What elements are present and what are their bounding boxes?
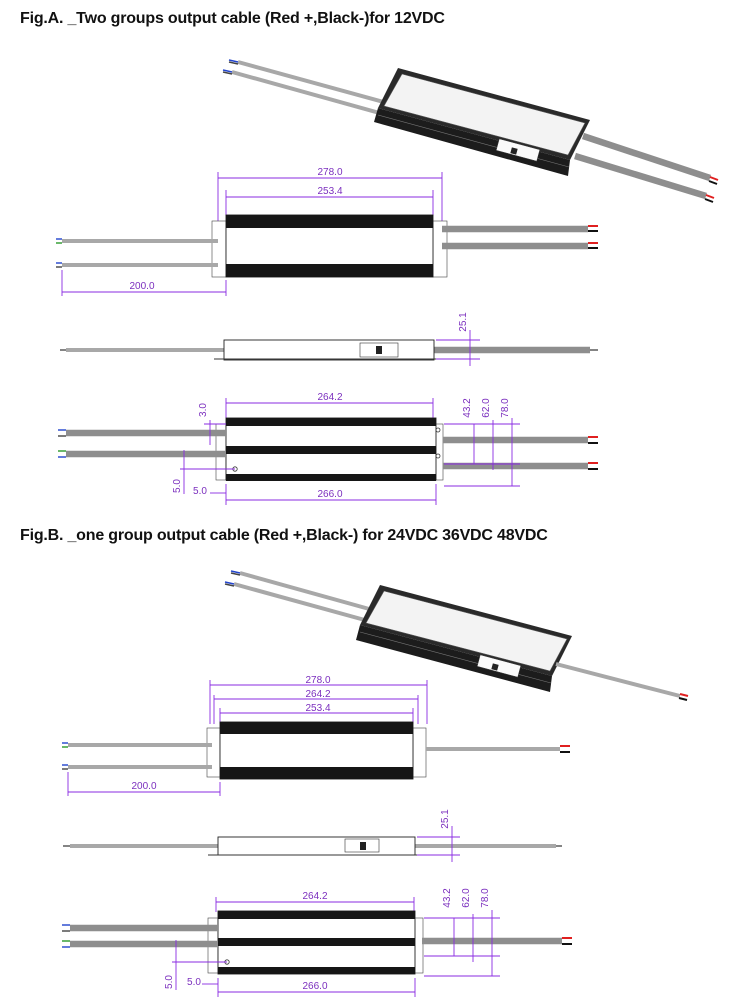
fig-a-iso-output-leads-icon — [704, 176, 719, 203]
fig-b-bottom-dim-w2: 62.0 — [461, 888, 472, 908]
fig-a-top-view: 278.0 253.4 — [56, 167, 598, 296]
fig-a-iso-input-leads-icon — [222, 59, 239, 75]
fig-a-bottom-dim-hole-x: 5.0 — [193, 486, 207, 497]
fig-b-bottom-output-leads-icon — [562, 937, 572, 945]
figure-b: 278.0 264.2 253.4 — [62, 570, 689, 997]
fig-a-top-input-leads-icon — [56, 238, 62, 268]
fig-a-top-dim-cable: 200.0 — [129, 281, 154, 292]
figure-b-title: Fig.B. _one group output cable (Red +,Bl… — [20, 527, 548, 544]
fig-a-side-view: 25.1 — [60, 312, 598, 366]
fig-a-bottom-input-leads-icon — [58, 429, 66, 458]
fig-b-top-input-leads-icon — [62, 742, 68, 770]
fig-a-top-dim-body: 253.4 — [317, 186, 342, 197]
fig-a-bottom-view: 264.2 — [58, 392, 598, 505]
fig-b-bottom-dim-w1: 43.2 — [442, 888, 453, 908]
fig-a-bottom-dim-overall: 266.0 — [317, 489, 342, 500]
fig-b-bottom-dim-hole-x: 5.0 — [187, 977, 201, 988]
fig-b-bottom-dim-pitch: 264.2 — [302, 891, 327, 902]
fig-b-bottom-view: 264.2 — [62, 888, 572, 997]
fig-b-iso-input-leads-icon — [224, 570, 241, 587]
fig-a-bottom-dim-pitch: 264.2 — [317, 392, 342, 403]
fig-a-bottom-dim-w3: 78.0 — [500, 398, 511, 418]
fig-a-bottom-dim-w2: 62.0 — [481, 398, 492, 418]
fig-b-top-dim-pitch: 264.2 — [305, 689, 330, 700]
fig-b-top-dim-overall: 278.0 — [305, 675, 330, 686]
fig-b-side-dim-height: 25.1 — [440, 809, 451, 829]
fig-b-top-output-leads-icon — [560, 745, 570, 753]
fig-a-bottom-dim-offset: 3.0 — [198, 403, 209, 417]
fig-b-bottom-dim-overall: 266.0 — [302, 981, 327, 992]
fig-a-top-dim-overall: 278.0 — [317, 167, 342, 178]
fig-b-bottom-dim-hole-y: 5.0 — [164, 975, 175, 989]
fig-b-top-view: 278.0 264.2 253.4 — [62, 675, 570, 796]
fig-a-bottom-dim-w1: 43.2 — [462, 398, 473, 418]
fig-b-bottom-dim-w3: 78.0 — [480, 888, 491, 908]
fig-a-side-dim-height: 25.1 — [458, 312, 469, 332]
fig-b-isometric-view — [224, 570, 689, 701]
fig-a-isometric-view — [222, 59, 719, 203]
fig-a-bottom-dim-hole-y: 5.0 — [172, 479, 183, 493]
fig-b-top-dim-cable: 200.0 — [131, 781, 156, 792]
fig-a-bottom-output-leads-icon — [588, 436, 598, 470]
fig-a-iso-housing — [374, 68, 590, 176]
fig-b-bottom-input-leads-icon — [62, 924, 70, 948]
fig-b-side-view: 25.1 — [63, 809, 562, 862]
fig-b-iso-output-leads-icon — [678, 693, 689, 701]
figure-a: 278.0 253.4 — [56, 59, 719, 505]
fig-a-top-output-leads-icon — [588, 225, 598, 249]
fig-b-iso-housing — [356, 585, 572, 692]
fig-b-top-dim-body: 253.4 — [305, 703, 330, 714]
figure-a-title: Fig.A. _Two groups output cable (Red +,B… — [20, 10, 445, 27]
